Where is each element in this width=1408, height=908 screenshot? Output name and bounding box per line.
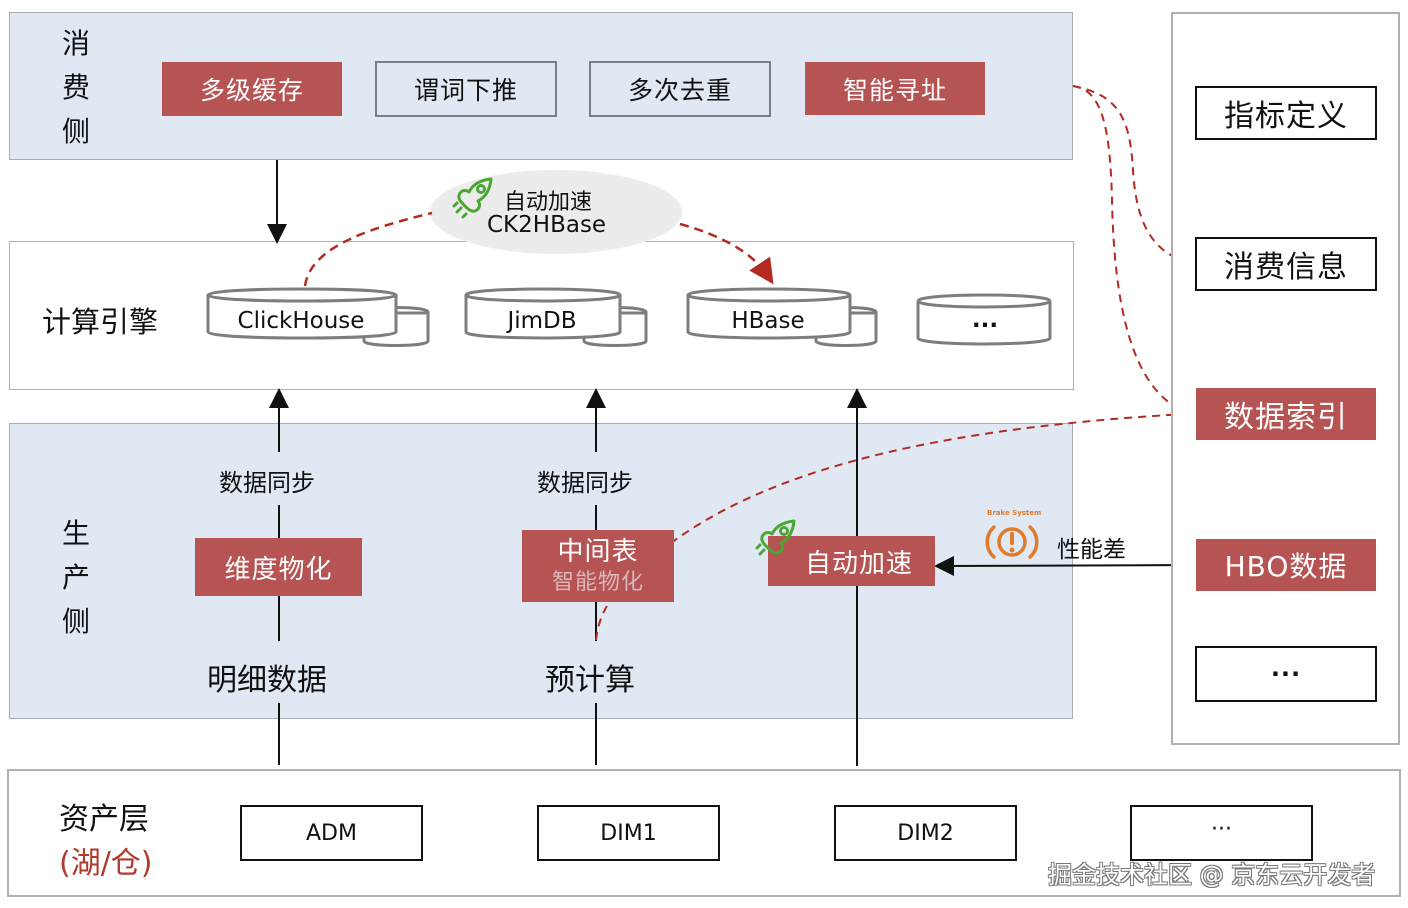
asset-layer-label: 资产层 [59, 802, 149, 837]
bubble-line1: 自动加速 [504, 190, 593, 215]
process-title: 中间表 [557, 537, 639, 567]
process-intermediate-table[interactable]: 中间表 智能物化 [522, 530, 674, 602]
compute-engine-label: 计算引擎 [42, 305, 159, 339]
engine-label: HBase [731, 308, 805, 334]
watermark: 掘金技术社区 @ 京东云开发者 [1048, 861, 1376, 889]
engine-label: ··· [971, 313, 999, 339]
database-icon [206, 287, 430, 347]
bubble-line2: CK2HBase [487, 212, 607, 238]
sync-label-col1: 数据同步 [219, 463, 315, 498]
consumer-side-label: 消 费 侧 [56, 22, 96, 154]
asset-table-adm[interactable]: ADM [240, 805, 423, 861]
database-icon [686, 287, 878, 347]
meta-hbo-data[interactable]: HBO数据 [1196, 539, 1376, 591]
label-char: 侧 [61, 605, 90, 638]
engine-hbase[interactable]: HBase [686, 286, 880, 348]
engine-clickhouse[interactable]: ClickHouse [206, 286, 432, 348]
label-char: 生 [61, 517, 90, 550]
sync-label-col2: 数据同步 [537, 463, 633, 498]
asset-table-dim1[interactable]: DIM1 [537, 805, 720, 861]
label-char: 消 [61, 27, 90, 60]
label-char: 产 [61, 561, 90, 594]
feature-multilevel-cache[interactable]: 多级缓存 [162, 62, 342, 116]
meta-more[interactable]: ··· [1195, 646, 1377, 702]
rocket-icon [755, 519, 796, 556]
asset-table-dim2[interactable]: DIM2 [834, 805, 1017, 861]
feature-predicate-pushdown[interactable]: 谓词下推 [375, 61, 557, 117]
database-icon [464, 287, 648, 347]
database-icon [916, 293, 1052, 346]
engine-label: JimDB [507, 308, 577, 334]
producer-side-label: 生 产 侧 [56, 512, 96, 644]
source-precompute: 预计算 [545, 655, 635, 699]
engine-more[interactable]: ··· [916, 292, 1054, 348]
brake-caption: Brake System [987, 509, 1042, 517]
asset-layer-sublabel: (湖/仓) [59, 846, 153, 881]
asset-table-more[interactable]: ··· [1130, 805, 1313, 861]
rocket-icon [452, 177, 493, 219]
process-subtitle: 智能物化 [551, 569, 644, 595]
engine-jimdb[interactable]: JimDB [464, 286, 650, 348]
warning-label: 性能差 [1057, 537, 1126, 563]
meta-metric-definition[interactable]: 指标定义 [1195, 86, 1377, 140]
label-char: 侧 [61, 115, 90, 148]
meta-consumption-info[interactable]: 消费信息 [1195, 237, 1377, 291]
label-char: 费 [61, 71, 90, 104]
process-dimension-materialize[interactable]: 维度物化 [195, 538, 362, 596]
dashed-consumer-to-index [1072, 85, 1194, 417]
engine-label: ClickHouse [237, 308, 365, 334]
feature-smart-addressing[interactable]: 智能寻址 [805, 62, 985, 115]
dashed-consumer-to-info [1072, 85, 1194, 268]
source-detail-data: 明细数据 [207, 655, 327, 699]
feature-multi-dedup[interactable]: 多次去重 [589, 61, 771, 117]
brake-warning-icon [985, 525, 1039, 559]
process-auto-accelerate[interactable]: 自动加速 [768, 536, 935, 586]
meta-data-index[interactable]: 数据索引 [1196, 388, 1376, 440]
